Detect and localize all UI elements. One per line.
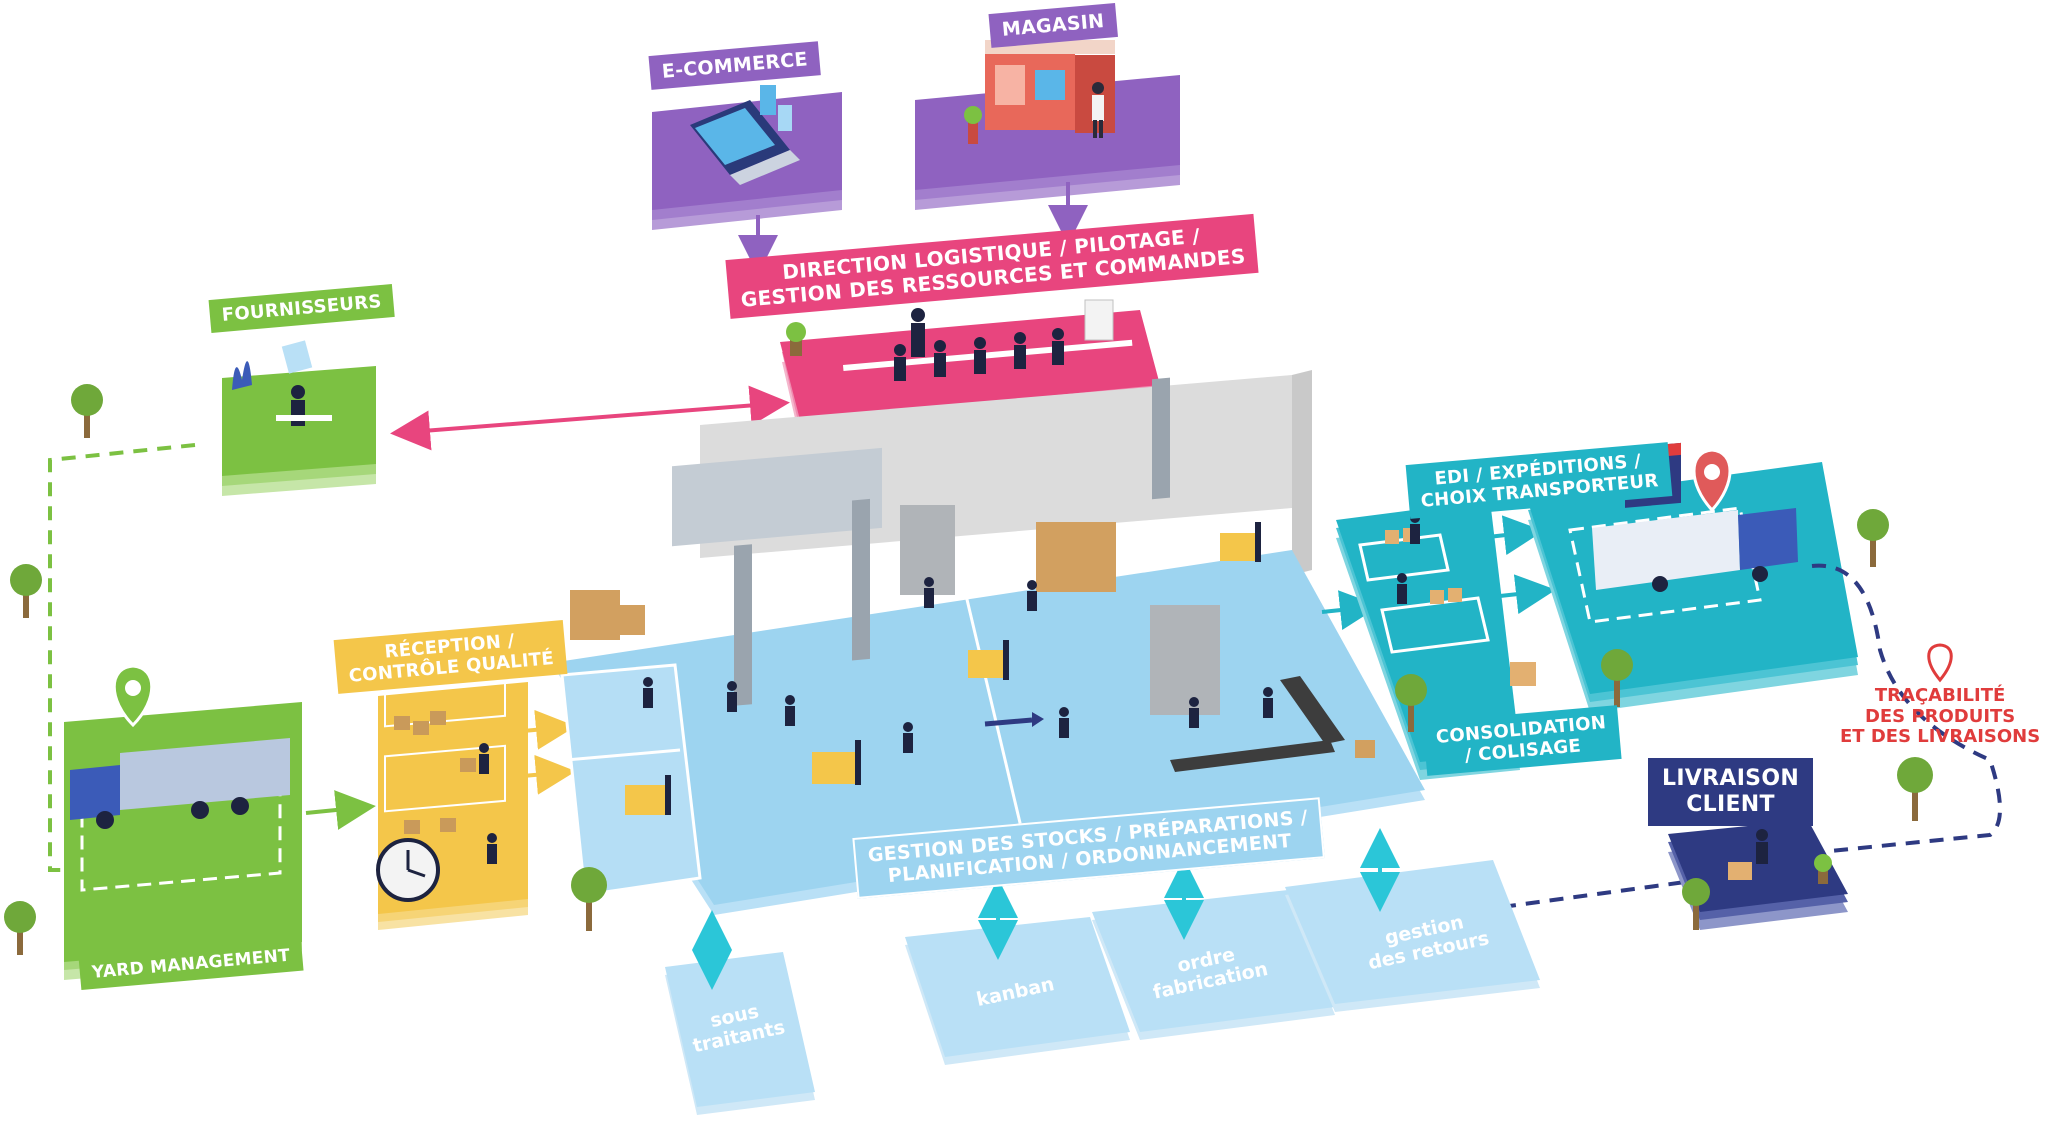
tree-icon	[1857, 509, 1889, 567]
expeditions-platform	[1528, 442, 1858, 712]
tree-icon	[1395, 674, 1427, 732]
tree-icon	[4, 901, 36, 955]
laptop-icon	[690, 85, 800, 185]
machine-icon	[1150, 605, 1220, 715]
plant-icon	[232, 361, 252, 390]
location-pin-icon	[1927, 643, 1953, 683]
livraison-platform	[1668, 820, 1848, 930]
clock-icon	[376, 838, 440, 902]
whiteboard-icon	[1084, 299, 1114, 341]
tracabilite-line1: TRAÇABILITÉ	[1874, 685, 2006, 706]
person-icon	[1092, 82, 1104, 138]
plant-icon	[786, 322, 806, 356]
magasin-platform	[915, 40, 1180, 210]
tracabilite-line3: ET DES LIVRAISONS	[1840, 726, 2041, 748]
tree-icon	[571, 867, 607, 931]
reception-platform	[376, 659, 528, 930]
yard-platform	[64, 664, 302, 980]
shop-icon	[964, 40, 1115, 144]
location-pin-icon	[1692, 448, 1732, 513]
tree-icon	[1897, 757, 1933, 821]
person-icon	[1756, 829, 1768, 864]
livraison-label: LIVRAISON CLIENT	[1648, 758, 1814, 826]
location-pin-icon	[112, 664, 154, 728]
consolidation-platform	[1336, 500, 1536, 780]
forklift-icon	[625, 522, 1261, 815]
tracabilite-line2: DES PRODUITS	[1864, 705, 2016, 727]
shelf-icon	[672, 377, 1170, 706]
module-tiles	[665, 860, 1540, 1115]
livraison-label-line2: CLIENT	[1686, 791, 1775, 817]
livraison-label-line1: LIVRAISON	[1662, 766, 1800, 791]
ecommerce-platform	[652, 85, 842, 230]
direction-arrow	[984, 717, 1033, 727]
tree-icon	[1601, 649, 1633, 707]
box-icon	[394, 711, 476, 834]
box-icon	[570, 522, 1375, 758]
fournisseurs-platform	[222, 340, 376, 496]
tree-icon	[1682, 878, 1710, 930]
document-icon	[281, 340, 313, 374]
tracabilite-text: TRAÇABILITÉ DES PRODUITS ET DES LIVRAISO…	[1840, 685, 2041, 748]
conveyor-icon	[1170, 676, 1345, 772]
module-connectors	[692, 828, 1400, 990]
truck-icon	[1592, 508, 1798, 592]
person-icon	[479, 743, 497, 864]
truck-icon	[70, 738, 290, 829]
tree-icon	[10, 564, 42, 618]
box-icon	[1385, 528, 1536, 686]
box-icon	[1728, 862, 1752, 880]
plant-icon	[1814, 854, 1832, 884]
person-icon	[894, 308, 1064, 381]
person-icon	[643, 577, 1273, 753]
tree-icon	[71, 384, 103, 438]
